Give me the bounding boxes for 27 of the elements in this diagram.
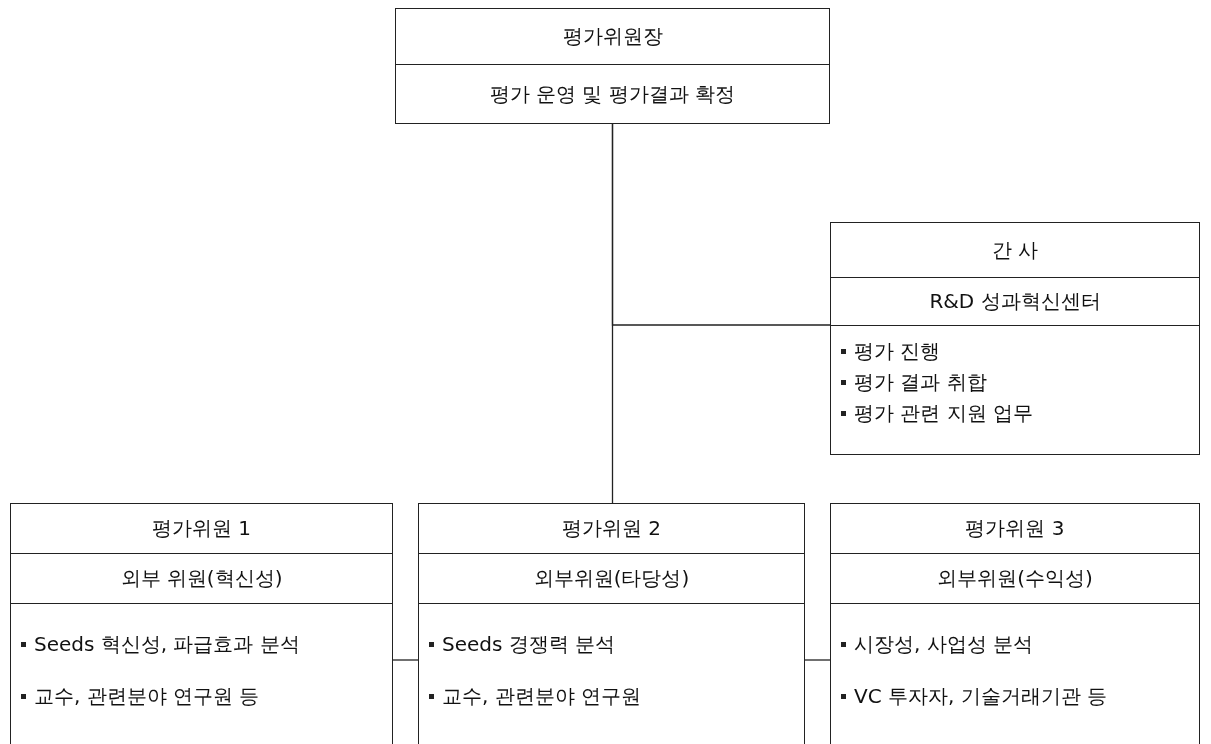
duty-text: 평가 관련 지원 업무 [854, 400, 1034, 427]
role-title: 간 사 [991, 236, 1039, 264]
org-box [10, 503, 393, 744]
org-box [830, 222, 1200, 455]
duty-text: Seeds 경쟁력 분석 [442, 630, 616, 658]
duty-text: VC 투자자, 기술거래기관 등 [854, 682, 1108, 710]
org-box [830, 503, 1200, 744]
role-subtitle: R&D 성과혁신센터 [929, 288, 1101, 315]
connector-line [392, 659, 419, 661]
role-title: 평가위원 1 [151, 515, 252, 542]
role-subtitle: 평가 운영 및 평가결과 확정 [489, 80, 736, 108]
org-box [418, 503, 805, 744]
role-subtitle: 외부위원(타당성) [533, 565, 690, 592]
role-subtitle: 외부 위원(혁신성) [120, 565, 283, 592]
duty-text: 교수, 관련분야 연구원 [442, 682, 642, 710]
duty-text: 교수, 관련분야 연구원 등 [34, 682, 260, 710]
duty-text: 평가 결과 취합 [854, 369, 987, 396]
org-box [395, 8, 830, 124]
role-title: 평가위원 2 [561, 515, 662, 542]
duty-text: Seeds 혁신성, 파급효과 분석 [34, 630, 300, 658]
duty-text: 평가 진행 [854, 338, 941, 365]
connector-line [804, 659, 831, 661]
role-title: 평가위원장 [562, 23, 663, 50]
duty-text: 시장성, 사업성 분석 [854, 630, 1034, 658]
role-title: 평가위원 3 [965, 515, 1065, 542]
role-subtitle: 외부위원(수익성) [937, 565, 1093, 592]
connector-line [611, 123, 614, 504]
